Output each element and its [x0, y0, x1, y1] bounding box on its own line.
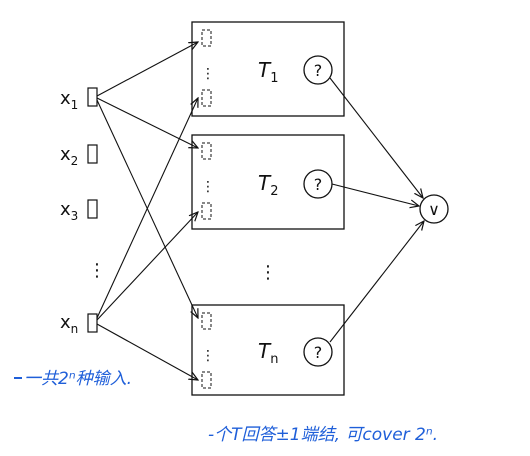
arrow-tn-or: [329, 221, 424, 343]
tree-box-t1: [191, 21, 345, 117]
input-label-x3: x3: [60, 199, 78, 223]
annotation-bottom: -个T回答±1端结, 可cover 2ⁿ.: [208, 425, 438, 445]
arrow-xn-tn: [96, 323, 198, 380]
input-ellipsis: ⋮: [88, 260, 106, 281]
input-cell-x1: [87, 87, 98, 107]
query-mark-tn: ?: [314, 343, 323, 362]
tree-label-t1: T1: [258, 58, 279, 86]
tn-cell-ellipsis: ⋮: [201, 348, 215, 364]
t2-cell-bottom: [201, 202, 212, 220]
tree-label-tn: Tn: [258, 339, 278, 367]
arrow-t1-or: [329, 77, 423, 198]
arrow-x1-t1: [96, 42, 198, 97]
arrows-to-or: [329, 77, 424, 343]
input-cell-xn: [87, 313, 98, 333]
arrow-xn-t2: [96, 212, 198, 321]
t2-cell-top: [201, 142, 212, 160]
input-label-x2: x2: [60, 144, 78, 168]
input-cell-x2: [87, 144, 98, 164]
t1-cell-top: [201, 29, 212, 47]
tree-box-t2: [191, 134, 345, 230]
t1-cell-bottom: [201, 89, 212, 107]
query-circle-t1: [303, 55, 333, 85]
query-mark-t1: ?: [314, 61, 323, 80]
tree-label-t2: T2: [258, 171, 279, 199]
annotation-left: 一共2ⁿ种输入.: [24, 369, 132, 389]
query-circle-tn: [303, 337, 333, 367]
input-label-x1: x1: [60, 88, 78, 112]
arrow-xn-t1: [96, 98, 198, 319]
arrows-from-x1: [96, 42, 198, 318]
tn-cell-bottom: [201, 371, 212, 389]
input-label-xn: xn: [60, 312, 78, 336]
tree-ellipsis: ⋮: [259, 262, 277, 283]
or-gate-circle: [419, 194, 449, 224]
input-cell-x3: [87, 199, 98, 219]
query-mark-t2: ?: [314, 175, 323, 194]
or-gate-symbol: ∨: [428, 200, 440, 219]
arrow-t2-or: [331, 183, 419, 206]
t2-cell-ellipsis: ⋮: [201, 179, 215, 195]
dashed-cells: [201, 29, 212, 389]
tree-box-tn: [191, 304, 345, 396]
tn-cell-top: [201, 312, 212, 330]
arrow-x1-t2: [96, 97, 198, 148]
t1-cell-ellipsis: ⋮: [201, 66, 215, 82]
arrows-from-xn: [96, 98, 198, 380]
